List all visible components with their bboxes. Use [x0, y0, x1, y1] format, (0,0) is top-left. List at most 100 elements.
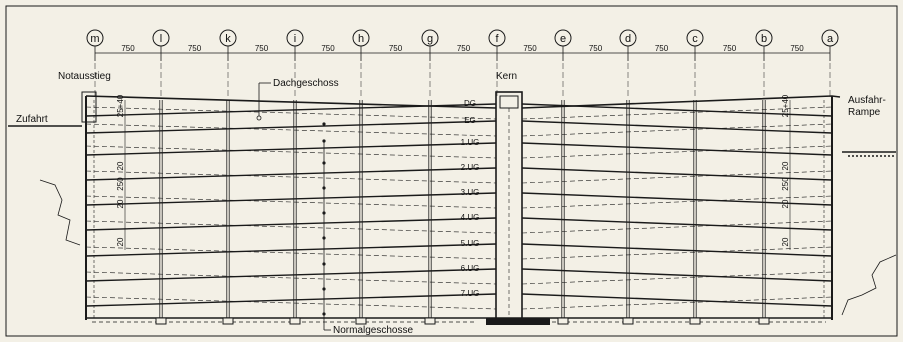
column-footing [622, 317, 634, 325]
kern-top-box [499, 95, 519, 109]
axis-label-d: d [625, 33, 631, 45]
axis-spacing-label: 750 [389, 44, 403, 53]
axis-label-m: m [90, 33, 99, 45]
axis-spacing-label: 750 [121, 44, 135, 53]
label-ausfahrt-rampe-2: Rampe [848, 107, 881, 118]
vdim-label-right: 20 [781, 237, 790, 246]
slab-left [85, 217, 497, 231]
structural-frame [81, 91, 841, 325]
slab-left-dashed [85, 106, 497, 120]
axis-label-h: h [358, 33, 364, 45]
slab-left-dashed [85, 246, 497, 260]
vdim-label-left: 250 [116, 177, 125, 191]
slab-left-dashed [85, 195, 497, 209]
label-dachgeschoss: Dachgeschoss [273, 78, 339, 89]
slab-right [521, 142, 833, 156]
floor-label: EG [464, 116, 476, 125]
normalgeschoss-marker [322, 139, 326, 143]
axis-spacing-label: 750 [523, 44, 537, 53]
slab-right-dashed [521, 106, 833, 120]
slab-right [521, 243, 833, 257]
dachgeschoss-marker [256, 115, 262, 121]
slab-right [521, 120, 833, 134]
column-footing [155, 317, 167, 325]
axis-spacing-label: 750 [188, 44, 202, 53]
vdim-label-right: 25+40 [781, 94, 790, 117]
slab-right-dashed [521, 246, 833, 260]
slab-left-dashed [85, 170, 497, 184]
column-footing [424, 317, 436, 325]
slab-left [85, 167, 497, 181]
label-normalgeschosse: Normalgeschosse [333, 325, 413, 336]
axis-spacing-label: 750 [723, 44, 737, 53]
slab-right-dashed [521, 296, 833, 310]
slab-right-dashed [521, 220, 833, 234]
axis-label-b: b [761, 33, 767, 45]
floor-label: 7.UG [461, 289, 480, 298]
column-footing [557, 317, 569, 325]
slab-left-dashed [85, 220, 497, 234]
slab-left-dashed [85, 296, 497, 310]
axis-spacing-label: 750 [589, 44, 603, 53]
axis-label-g: g [427, 33, 433, 45]
slab-left [85, 120, 497, 134]
slab-right [521, 293, 833, 307]
vdim-label-right: 20 [781, 199, 790, 208]
axis-spacing-label: 750 [321, 44, 335, 53]
slab-left [85, 268, 497, 282]
floor-label: DG [464, 99, 476, 108]
label-ausfahrt-rampe-1: Ausfahr- [848, 95, 886, 106]
axis-spacing-label: 750 [655, 44, 669, 53]
slab-right [521, 268, 833, 282]
slab-left [85, 243, 497, 257]
vdim-label-right: 250 [781, 177, 790, 191]
column-footing [355, 317, 367, 325]
slab-right [521, 192, 833, 206]
roof-right [521, 95, 841, 109]
slab-right-dashed [521, 195, 833, 209]
slab-left [85, 142, 497, 156]
slab-left [85, 192, 497, 206]
floor-label: 3.UG [461, 188, 480, 197]
slab-right-dashed [521, 170, 833, 184]
vdim-label-left: 20 [116, 199, 125, 208]
column-footing [758, 317, 770, 325]
slab-right [521, 167, 833, 181]
axis-label-k: k [225, 33, 231, 45]
label-notausstieg: Notausstieg [58, 71, 111, 82]
callouts: Notausstieg Dachgeschoss Kern Zufahrt Au… [16, 71, 886, 336]
slab-right-dashed [521, 271, 833, 285]
frame-border [5, 5, 898, 337]
vdim-label-right: 20 [781, 161, 790, 170]
kern-core [486, 91, 550, 325]
axis-label-f: f [495, 33, 499, 45]
axis-spacing-label: 750 [457, 44, 471, 53]
axis-spacing-label: 750 [255, 44, 269, 53]
label-kern: Kern [496, 71, 517, 82]
ground [8, 125, 897, 316]
slab-right-dashed [521, 145, 833, 159]
terrain-left [39, 179, 81, 246]
slab-left [85, 293, 497, 307]
floor-label: 2.UG [461, 163, 480, 172]
floor-label: 6.UG [461, 264, 480, 273]
column-footing [289, 317, 301, 325]
axis-label-a: a [827, 33, 834, 45]
floor-label: 5.UG [461, 239, 480, 248]
slab-left-dashed [85, 145, 497, 159]
slab-right [521, 103, 833, 117]
axis-label-i: i [294, 33, 296, 45]
vdim-label-left: 20 [116, 161, 125, 170]
axis-label-e: e [560, 33, 566, 45]
normalgeschoss-marker [322, 122, 326, 126]
slab-right [521, 217, 833, 231]
axis-label-l: l [160, 33, 162, 45]
column-footing [222, 317, 234, 325]
terrain-right [841, 254, 897, 316]
floor-label: 1.UG [461, 138, 480, 147]
axis-spacing-label: 750 [790, 44, 804, 53]
